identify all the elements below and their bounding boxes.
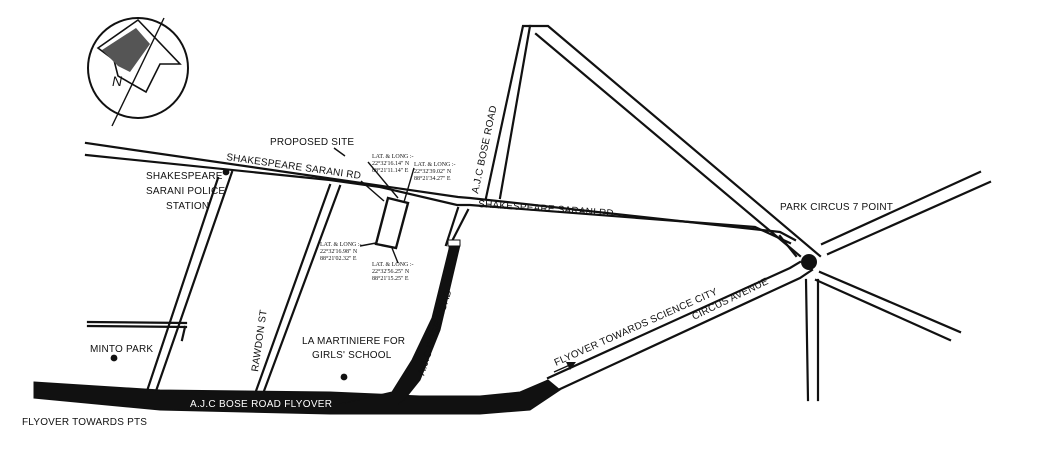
police-station-label-line3: STATION — [166, 201, 209, 212]
ajc-bose-road-flyover-label: A.J.C BOSE ROAD FLYOVER — [190, 399, 332, 410]
park-circus-spokes — [778, 170, 992, 402]
ajc-bose-road-label-south: A.J.C BOSE ROAD — [416, 288, 454, 377]
circus-avenue — [546, 260, 814, 392]
shakespeare-sarani-road — [84, 141, 797, 245]
coord-1-lat: 22°32'16.14" N — [372, 160, 410, 167]
coord-2-lat: 22°32'39.02" N — [414, 168, 452, 175]
coord-3-long: 88°21'02.32" E — [320, 255, 357, 262]
park-circus-label: PARK CIRCUS 7 POINT — [780, 202, 893, 213]
coord-1-long: 88°21'11.14" E — [372, 167, 409, 174]
north-compass: N — [87, 17, 189, 127]
compass-north-label: N — [112, 73, 123, 89]
coordinate-labels: LAT. & LONG :- 22°32'16.14" N 88°21'11.1… — [320, 154, 456, 282]
ajc-bose-road-flyover — [33, 379, 561, 415]
la-martiniere-label-line2: GIRLS' SCHOOL — [312, 350, 392, 361]
coord-3-title: LAT. & LONG :- — [320, 242, 362, 248]
side-streets — [86, 170, 342, 393]
minto-park-label: MINTO PARK — [90, 344, 153, 355]
la-martiniere-label-line1: LA MARTINIERE FOR — [302, 336, 405, 347]
coord-1-title: LAT. & LONG :- — [372, 154, 414, 160]
ajc-bose-road-flyover-north — [339, 244, 461, 405]
coord-4-long: 88°21'15.25" E — [372, 275, 409, 282]
park-circus-approach — [528, 24, 822, 258]
la-martiniere-marker — [340, 373, 348, 381]
science-city-arrow-icon — [553, 362, 576, 373]
coord-2-title: LAT. & LONG :- — [414, 162, 456, 168]
flyover-towards-pts-label: FLYOVER TOWARDS PTS — [22, 417, 147, 428]
shakespeare-sarani-rd-label-right: SHAKESPEARE SARANI RD. — [478, 199, 617, 220]
coord-2-long: 88°21'34.27" E — [414, 175, 451, 182]
police-station-label-line2: SARANI POLICE — [146, 186, 225, 197]
coord-3-lat: 22°32'16.98" N — [320, 248, 358, 255]
police-station-marker — [222, 168, 230, 176]
proposed-site-plot — [333, 147, 415, 264]
coord-4-title: LAT. & LONG :- — [372, 262, 414, 268]
ajc-bose-road-label-north: A.J.C BOSE ROAD — [470, 105, 499, 195]
ajc-bose-road-north — [484, 24, 532, 200]
park-circus-roundabout — [801, 254, 817, 270]
coord-4-lat: 22°32'56.25" N — [372, 268, 410, 275]
flyovers — [33, 239, 561, 415]
minto-park-marker — [110, 354, 118, 362]
police-station-label-line1: SHAKESPEARE — [146, 171, 223, 182]
proposed-site-label: PROPOSED SITE — [270, 137, 354, 148]
